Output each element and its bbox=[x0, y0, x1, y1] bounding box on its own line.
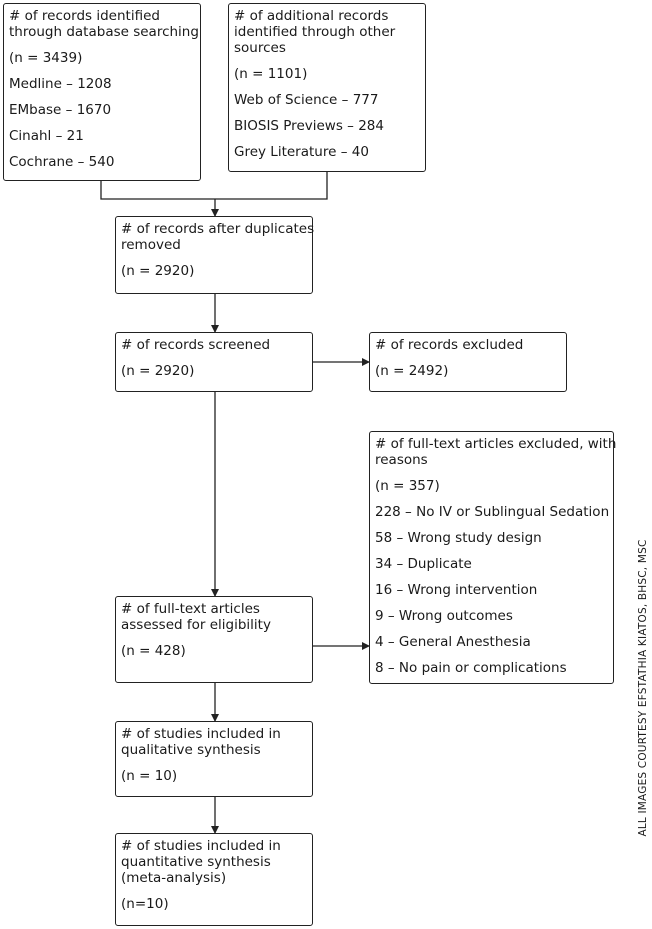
box-duplicates-removed: # of records after duplicates removed (n… bbox=[115, 216, 315, 294]
box-title-line: # of full-text articles bbox=[121, 601, 260, 617]
box-title-line: # of full-text articles excluded, with bbox=[375, 436, 617, 452]
exclusion-reason: 16 – Wrong intervention bbox=[375, 582, 538, 598]
image-credit: ALL IMAGES COURTESY EFSTATHIA KIATOS, BH… bbox=[637, 539, 649, 837]
box-title-line: # of records screened bbox=[121, 337, 271, 353]
box-excluded: # of records excluded (n = 2492) bbox=[369, 332, 567, 392]
box-screened: # of records screened (n = 2920) bbox=[115, 332, 313, 392]
box-qualitative: # of studies included in qualitative syn… bbox=[115, 721, 313, 797]
box-title-line: # of studies included in bbox=[121, 726, 281, 742]
box-title-line: reasons bbox=[375, 452, 428, 468]
box-identified-other: # of additional records identified throu… bbox=[228, 3, 426, 172]
box-title-line: removed bbox=[121, 237, 181, 253]
exclusion-reason: 34 – Duplicate bbox=[375, 556, 472, 572]
record-count: (n=10) bbox=[121, 896, 169, 912]
box-title-line: quantitative synthesis bbox=[121, 854, 271, 870]
box-title-line: # of records excluded bbox=[375, 337, 524, 353]
box-eligibility: # of full-text articles assessed for eli… bbox=[115, 596, 313, 683]
source-item: Medline – 1208 bbox=[9, 76, 112, 92]
box-title-line: sources bbox=[234, 40, 286, 56]
exclusion-reason: 8 – No pain or complications bbox=[375, 660, 567, 676]
box-title-line: (meta-analysis) bbox=[121, 870, 227, 886]
box-title-line: identified through other bbox=[234, 24, 396, 40]
record-count: (n = 2492) bbox=[375, 363, 449, 379]
box-identified-database: # of records identified through database… bbox=[3, 3, 201, 181]
source-item: Cochrane – 540 bbox=[9, 154, 115, 170]
exclusion-reason: 58 – Wrong study design bbox=[375, 530, 542, 546]
box-title-line: through database searching bbox=[9, 24, 199, 40]
exclusion-reason: 228 – No IV or Sublingual Sedation bbox=[375, 504, 610, 520]
box-title-line: # of records identified bbox=[9, 8, 160, 24]
box-quantitative: # of studies included in quantitative sy… bbox=[115, 833, 313, 926]
box-title-line: # of records after duplicates bbox=[121, 221, 315, 237]
exclusion-reason: 9 – Wrong outcomes bbox=[375, 608, 513, 624]
box-fulltext-excluded: # of full-text articles excluded, with r… bbox=[369, 431, 617, 684]
source-item: BIOSIS Previews – 284 bbox=[234, 118, 384, 134]
exclusion-reason: 4 – General Anesthesia bbox=[375, 634, 531, 650]
source-item: Cinahl – 21 bbox=[9, 128, 84, 144]
merge-line-right bbox=[215, 172, 328, 200]
record-count: (n = 10) bbox=[121, 768, 178, 784]
record-count: (n = 2920) bbox=[121, 263, 195, 279]
record-count: (n = 428) bbox=[121, 643, 186, 659]
box-title-line: assessed for eligibility bbox=[121, 617, 271, 633]
record-count: (n = 3439) bbox=[9, 50, 83, 66]
merge-line-left bbox=[100, 181, 215, 200]
record-count: (n = 1101) bbox=[234, 66, 308, 82]
record-count: (n = 357) bbox=[375, 478, 440, 494]
box-title-line: qualitative synthesis bbox=[121, 742, 261, 758]
box-title-line: # of studies included in bbox=[121, 838, 281, 854]
box-title-line: # of additional records bbox=[234, 8, 389, 24]
source-item: EMbase – 1670 bbox=[9, 102, 112, 118]
source-item: Web of Science – 777 bbox=[234, 92, 379, 108]
source-item: Grey Literature – 40 bbox=[234, 144, 369, 160]
record-count: (n = 2920) bbox=[121, 363, 195, 379]
